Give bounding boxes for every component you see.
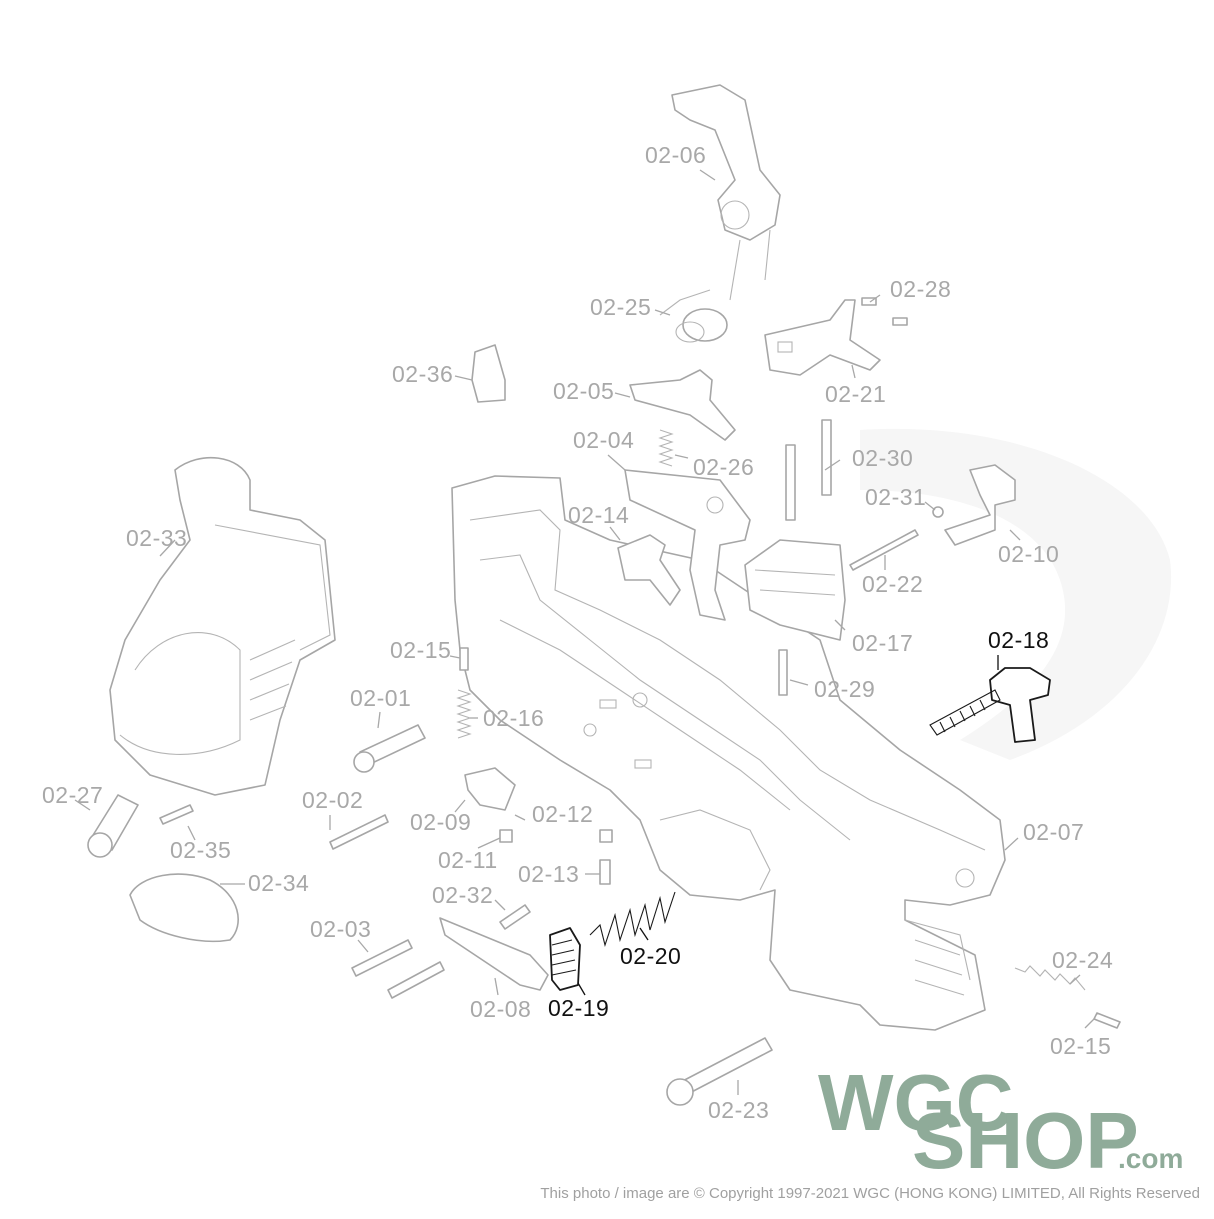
background-shape xyxy=(860,428,1172,760)
label-02-17: 02-17 xyxy=(852,630,913,656)
part-disconnector xyxy=(617,534,681,606)
part-button xyxy=(549,927,581,991)
label-02-21: 02-21 xyxy=(825,381,886,407)
part-spring xyxy=(599,859,611,885)
label-02-13: 02-13 xyxy=(518,861,579,887)
part-pin xyxy=(459,647,469,671)
part-sear xyxy=(629,369,736,441)
part-trigger-group xyxy=(764,299,881,376)
copyright-notice: This photo / image are © Copyright 1997-… xyxy=(540,1185,1200,1202)
label-02-30: 02-30 xyxy=(852,445,913,471)
part-block xyxy=(471,344,506,403)
label-02-33: 02-33 xyxy=(126,525,187,551)
part-hammer-spring xyxy=(659,289,728,343)
label-02-35: 02-35 xyxy=(170,837,231,863)
label-02-01: 02-01 xyxy=(350,685,411,711)
label-02-02: 02-02 xyxy=(302,787,363,813)
part-magazine-catch xyxy=(464,767,516,811)
label-02-32: 02-32 xyxy=(432,882,493,908)
label-02-11: 02-11 xyxy=(438,847,498,873)
part-pistol-grip xyxy=(109,456,336,796)
label-02-20: 02-20 xyxy=(620,943,681,969)
label-02-19: 02-19 xyxy=(548,995,609,1021)
part-screw xyxy=(499,904,531,930)
label-02-09: 02-09 xyxy=(410,809,471,835)
part-pin xyxy=(351,939,413,977)
part-detent xyxy=(499,829,513,843)
label-02-27: 02-27 xyxy=(42,782,103,808)
part-grip-cap xyxy=(129,873,239,943)
part-spring-small xyxy=(892,317,908,326)
label-02-18: 02-18 xyxy=(988,627,1049,653)
label-02-10: 02-10 xyxy=(998,541,1059,567)
label-02-06: 02-06 xyxy=(645,142,706,168)
part-screw xyxy=(821,419,832,496)
label-02-22: 02-22 xyxy=(862,571,923,597)
label-02-29: 02-29 xyxy=(814,676,875,702)
part-screw xyxy=(785,444,796,521)
part-labels: 02-06 02-25 02-28 02-21 02-36 02-05 02-0… xyxy=(42,142,1113,1123)
logo-suffix: .com xyxy=(1118,1143,1183,1174)
label-02-03: 02-03 xyxy=(310,916,371,942)
label-02-23: 02-23 xyxy=(708,1097,769,1123)
label-02-12: 02-12 xyxy=(532,801,593,827)
part-housing-block xyxy=(744,539,846,641)
part-spring-small xyxy=(861,297,877,306)
part-spring xyxy=(778,649,788,696)
label-02-14: 02-14 xyxy=(568,502,629,528)
label-02-28: 02-28 xyxy=(890,276,951,302)
label-02-05: 02-05 xyxy=(553,378,614,404)
part-pin xyxy=(1093,1012,1121,1029)
label-02-36: 02-36 xyxy=(392,361,453,387)
label-02-15-upper: 02-15 xyxy=(390,637,451,663)
part-trigger xyxy=(624,469,751,621)
logo-shop: SHOP xyxy=(912,1096,1139,1185)
part-pin xyxy=(159,804,194,825)
part-lever xyxy=(439,917,549,991)
label-02-08: 02-08 xyxy=(470,996,531,1022)
label-02-26: 02-26 xyxy=(693,454,754,480)
part-spring xyxy=(589,891,676,947)
leader-lines xyxy=(74,169,1096,1095)
part-pin xyxy=(387,961,445,999)
label-02-15-lower: 02-15 xyxy=(1050,1033,1111,1059)
label-02-24: 02-24 xyxy=(1052,947,1113,973)
part-pin xyxy=(849,529,919,571)
part-detent xyxy=(599,829,613,843)
part-detent xyxy=(932,506,944,518)
part-hammer xyxy=(671,84,781,301)
part-pin xyxy=(329,814,389,850)
label-02-04: 02-04 xyxy=(573,427,634,453)
part-bolt-catch xyxy=(929,667,1051,743)
label-02-07: 02-07 xyxy=(1023,819,1084,845)
logo-wgc: WGC xyxy=(818,1058,1014,1147)
part-selector xyxy=(944,464,1016,546)
label-02-25: 02-25 xyxy=(590,294,651,320)
part-lower-receiver xyxy=(451,475,1006,1031)
label-02-34: 02-34 xyxy=(248,870,309,896)
wgc-shop-logo: WGC SHOP .com xyxy=(818,1058,1183,1185)
part-spring xyxy=(658,429,674,467)
part-spring xyxy=(456,689,472,739)
label-02-16: 02-16 xyxy=(483,705,544,731)
label-02-31: 02-31 xyxy=(865,484,926,510)
